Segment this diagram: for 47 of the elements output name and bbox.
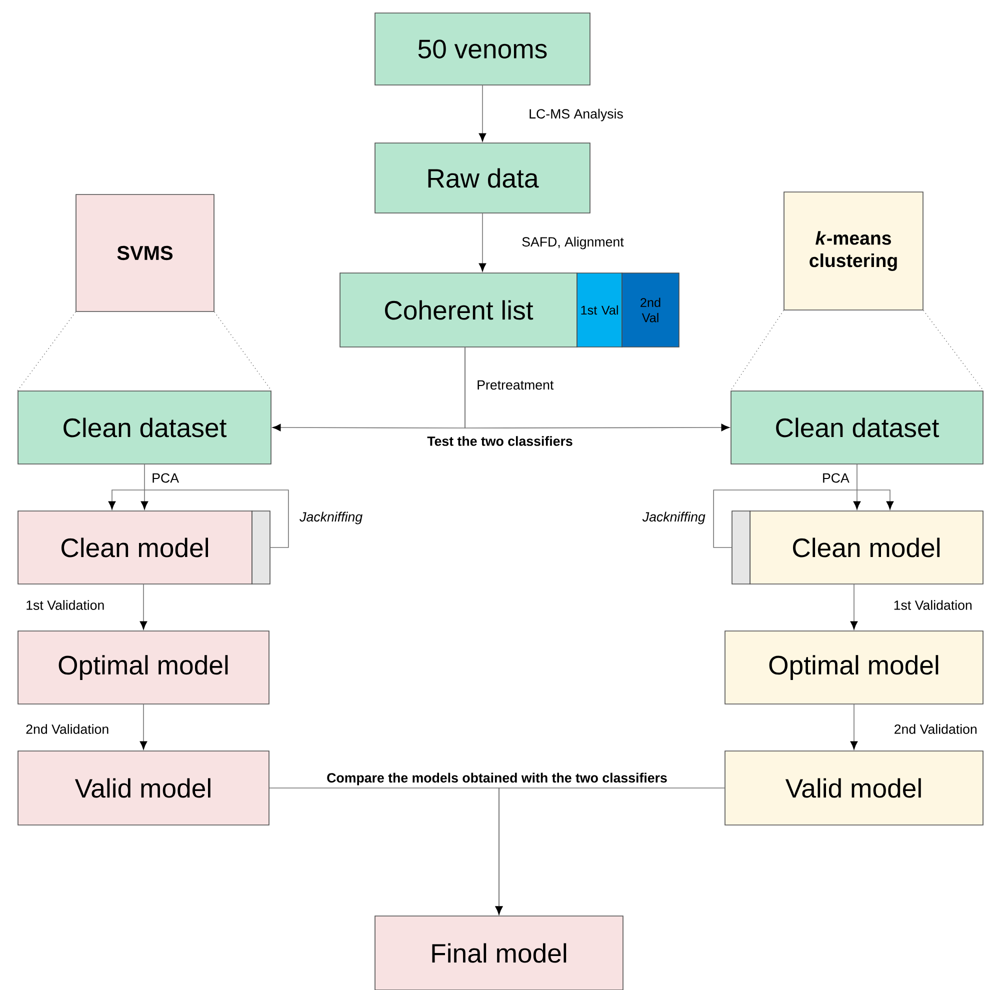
classifier-box: k-means clustering [784, 192, 924, 310]
arrow [478, 85, 486, 142]
zoom-line [923, 310, 984, 391]
zoom-line [214, 312, 272, 391]
process-box: Clean dataset [18, 390, 272, 464]
process-box: 50 venoms [374, 12, 590, 86]
final-box: Final model [374, 916, 624, 990]
model-box: Valid model [18, 750, 270, 826]
edge-label: Jackniffing [298, 510, 364, 526]
edge-label: Pretreatment [475, 379, 555, 391]
validation-box: 2nd Val [622, 272, 680, 348]
edge-label: PCA [150, 472, 180, 484]
edge-label: Compare the models obtained with the two classifiers [325, 771, 669, 787]
model-box: Optimal model [18, 630, 270, 704]
zoom-line [730, 310, 784, 391]
process-box: Clean dataset [730, 390, 984, 464]
arrow [140, 464, 148, 510]
arrow [850, 704, 858, 750]
arrow [464, 347, 730, 432]
edge-label: LC-MS Analysis [527, 107, 625, 123]
arrow [850, 584, 858, 630]
validation-box: 1st Val [576, 272, 622, 348]
model-box: Clean model [750, 510, 984, 584]
edge-label: 1st Validation [892, 598, 974, 612]
edge-label: 2nd Validation [24, 722, 110, 736]
arrow [495, 788, 725, 915]
strip-box [732, 510, 750, 584]
arrow [108, 490, 289, 548]
strip-box [252, 510, 270, 584]
zoom-line [17, 312, 76, 391]
arrow [713, 490, 894, 548]
arrow [140, 704, 148, 750]
process-box: Raw data [374, 142, 590, 214]
edge-label: SAFD, Alignment [520, 235, 626, 251]
edge-label: 1st Validation [24, 598, 106, 612]
model-box: Optimal model [724, 630, 984, 704]
process-box: Coherent list [340, 272, 578, 348]
model-box: Valid model [724, 750, 984, 826]
arrow [853, 464, 861, 510]
model-box: Clean model [18, 510, 252, 584]
arrow [478, 213, 486, 272]
classifier-box: SVMS [76, 194, 214, 312]
arrow [140, 584, 148, 630]
edge-label: Jackniffing [641, 510, 707, 526]
edge-label: 2nd Validation [892, 722, 979, 736]
edge-label: Test the two classifiers [426, 434, 574, 448]
edge-label: PCA [820, 472, 851, 484]
